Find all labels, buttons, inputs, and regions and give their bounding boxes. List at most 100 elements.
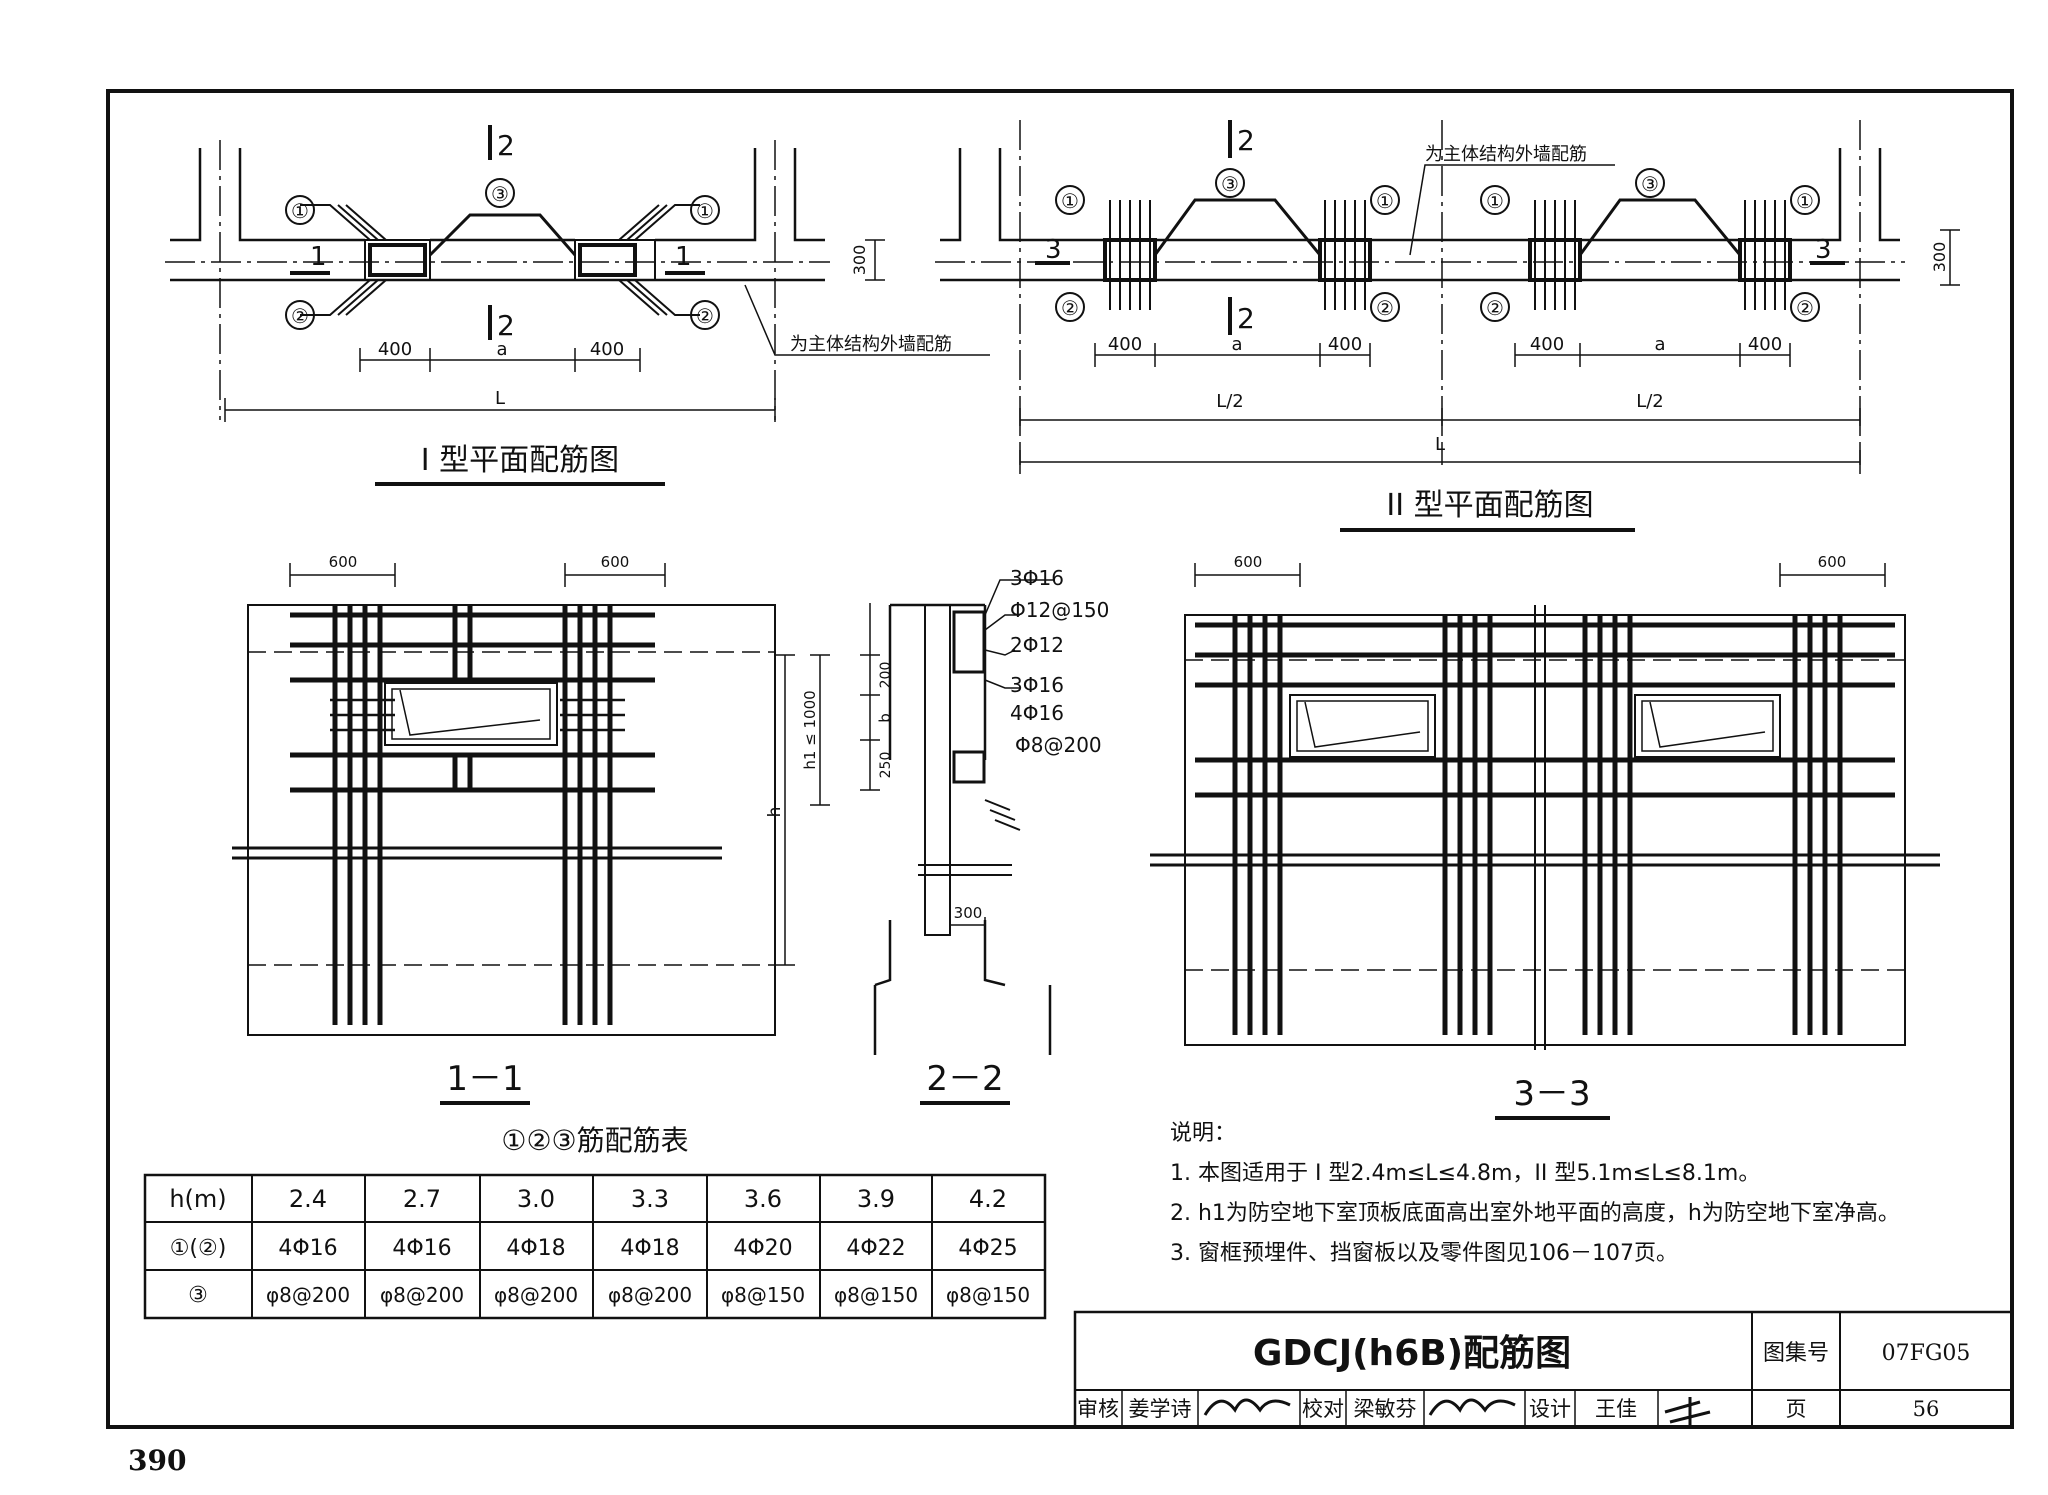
plan2-dim-400-1: 400 xyxy=(1108,334,1142,355)
table-cell: φ8@200 xyxy=(494,1283,578,1307)
signature-review xyxy=(1203,1398,1291,1416)
plan2-section2-mark-top: 2 xyxy=(1237,124,1255,157)
review-label: 审核 xyxy=(1077,1397,1119,1421)
signature-check xyxy=(1428,1398,1516,1416)
plan2-title: II 型平面配筋图 xyxy=(1386,488,1593,523)
table-header-cell: 3.6 xyxy=(744,1185,782,1213)
plan1-title: I 型平面配筋图 xyxy=(421,443,619,478)
table-cell: 4Φ25 xyxy=(958,1236,1017,1261)
plan2-bar2-label-4: ② xyxy=(1796,296,1814,320)
plan2-dim-300: 300 xyxy=(1930,242,1949,273)
table-cell: φ8@150 xyxy=(946,1283,1030,1307)
section33-dim-600-left: 600 xyxy=(1234,553,1263,571)
table-header-cell: 4.2 xyxy=(969,1185,1007,1213)
notes-item: 2. h1为防空地下室顶板底面高出室外地平面的高度，h为防空地下室净高。 xyxy=(1170,1201,1900,1226)
table-header-cell: 2.7 xyxy=(403,1185,441,1213)
plan2-section-mark-right: 3 xyxy=(1815,235,1832,265)
review-name: 姜学诗 xyxy=(1129,1397,1192,1421)
section-3-3 xyxy=(1150,563,1940,1120)
plan2-dim-L2-right: L/2 xyxy=(1636,391,1664,412)
plan1-dim-400-right: 400 xyxy=(590,339,624,360)
table-header-label: h(m) xyxy=(169,1185,226,1213)
table-cell: 4Φ18 xyxy=(620,1236,679,1261)
table-cell: φ8@200 xyxy=(380,1283,464,1307)
table-header-cell: 2.4 xyxy=(289,1185,327,1213)
design-label: 设计 xyxy=(1529,1397,1571,1421)
section22-dim-h1: h1 ≤ 1000 xyxy=(801,690,819,769)
plan2-bar1-label-3: ① xyxy=(1486,189,1504,213)
table-cell: 4Φ18 xyxy=(506,1236,565,1261)
section-2-2 xyxy=(775,579,1055,1105)
plan2-bar2-label-2: ② xyxy=(1376,296,1394,320)
design-name: 王佳 xyxy=(1595,1397,1637,1421)
plan2-bar1-label-1: ① xyxy=(1061,189,1079,213)
plan1-note: 为主体结构外墙配筋 xyxy=(790,334,952,355)
plan2-bar2-label-1: ② xyxy=(1061,296,1079,320)
section22-dim-300: 300 xyxy=(954,904,983,922)
table-header-cell: 3.3 xyxy=(631,1185,669,1213)
notes-heading: 说明： xyxy=(1170,1121,1236,1146)
drawing-title: GDCJ(h6B)配筋图 xyxy=(1253,1333,1571,1374)
section22-dim-h: h xyxy=(765,807,785,818)
plan2-dim-400-2: 400 xyxy=(1328,334,1362,355)
plan2-section-mark-left: 3 xyxy=(1045,235,1062,265)
plan1-dim-a: a xyxy=(496,339,507,360)
table-row1-label: ①(②) xyxy=(170,1236,227,1261)
check-name: 梁敏芬 xyxy=(1354,1397,1417,1421)
check-label: 校对 xyxy=(1302,1397,1344,1421)
plan2-section2-mark-bottom: 2 xyxy=(1237,302,1255,335)
atlas-number-label: 图集号 xyxy=(1763,1341,1829,1366)
plan2-bar1-label-2: ① xyxy=(1376,189,1394,213)
section11-dim-600-right: 600 xyxy=(601,553,630,571)
plan1-section-mark-left: 1 xyxy=(310,242,327,272)
section11-title: 1－1 xyxy=(446,1059,523,1099)
table-cell: φ8@200 xyxy=(608,1283,692,1307)
table-cell: φ8@150 xyxy=(834,1283,918,1307)
table-cell: 4Φ16 xyxy=(392,1236,451,1261)
section11-dim-600-left: 600 xyxy=(329,553,358,571)
section22-label-1: 3Φ16 xyxy=(1010,566,1064,590)
section22-dim-b: b xyxy=(876,713,894,723)
notes-item: 3. 窗框预埋件、挡窗板以及零件图见106－107页。 xyxy=(1170,1241,1678,1266)
rebar-table-grid xyxy=(143,1173,1047,1320)
section22-label-4: 3Φ16 xyxy=(1010,673,1064,697)
plan1-bar2-label: ② xyxy=(291,304,309,328)
plan2-bar3-label-2: ③ xyxy=(1641,172,1659,196)
section33-dim-600-right: 600 xyxy=(1818,553,1847,571)
plan1-section2-mark-bottom: 2 xyxy=(497,309,515,342)
sheet-border xyxy=(106,89,2014,1429)
table-cell: 4Φ22 xyxy=(846,1236,905,1261)
plan2-bar2-label-3: ② xyxy=(1486,296,1504,320)
table-cell: 4Φ16 xyxy=(278,1236,337,1261)
section22-dim-200: 200 xyxy=(878,662,894,689)
plan2-bar3-label-1: ③ xyxy=(1221,172,1239,196)
plan1-section2-mark-top: 2 xyxy=(497,129,515,162)
plan-type-2 xyxy=(935,120,1960,532)
table-cell: φ8@200 xyxy=(266,1283,350,1307)
title-block-grid xyxy=(1073,1310,2014,1429)
plan1-section-mark-right: 1 xyxy=(675,242,692,272)
notes-item: 1. 本图适用于 I 型2.4m≤L≤4.8m，II 型5.1m≤L≤8.1m。 xyxy=(1170,1161,1760,1186)
book-page-number: 390 xyxy=(128,1444,186,1477)
plan2-dim-400-3: 400 xyxy=(1530,334,1564,355)
plan2-bar1-label-4: ① xyxy=(1796,189,1814,213)
plan1-dim-400-left: 400 xyxy=(378,339,412,360)
plan2-dim-L2-left: L/2 xyxy=(1216,391,1244,412)
plan1-dim-300: 300 xyxy=(850,245,869,276)
page-label: 页 xyxy=(1786,1397,1807,1421)
table-row2-label: ③ xyxy=(188,1283,208,1308)
plan1-bar1-label: ① xyxy=(291,199,309,223)
plan2-dim-L: L xyxy=(1435,434,1445,455)
signature-design xyxy=(1664,1397,1711,1427)
plan-type-1 xyxy=(165,125,990,486)
plan1-bar2-label-right: ② xyxy=(696,304,714,328)
plan1-dim-L: L xyxy=(495,388,505,409)
plan2-dim-400-4: 400 xyxy=(1748,334,1782,355)
table-cell: 4Φ20 xyxy=(733,1236,792,1261)
section22-label-3: 2Φ12 xyxy=(1010,633,1064,657)
plan1-bar1-label-right: ① xyxy=(696,199,714,223)
table-header-cell: 3.9 xyxy=(857,1185,895,1213)
section-1-1 xyxy=(232,563,776,1105)
section33-title: 3－3 xyxy=(1513,1074,1590,1114)
